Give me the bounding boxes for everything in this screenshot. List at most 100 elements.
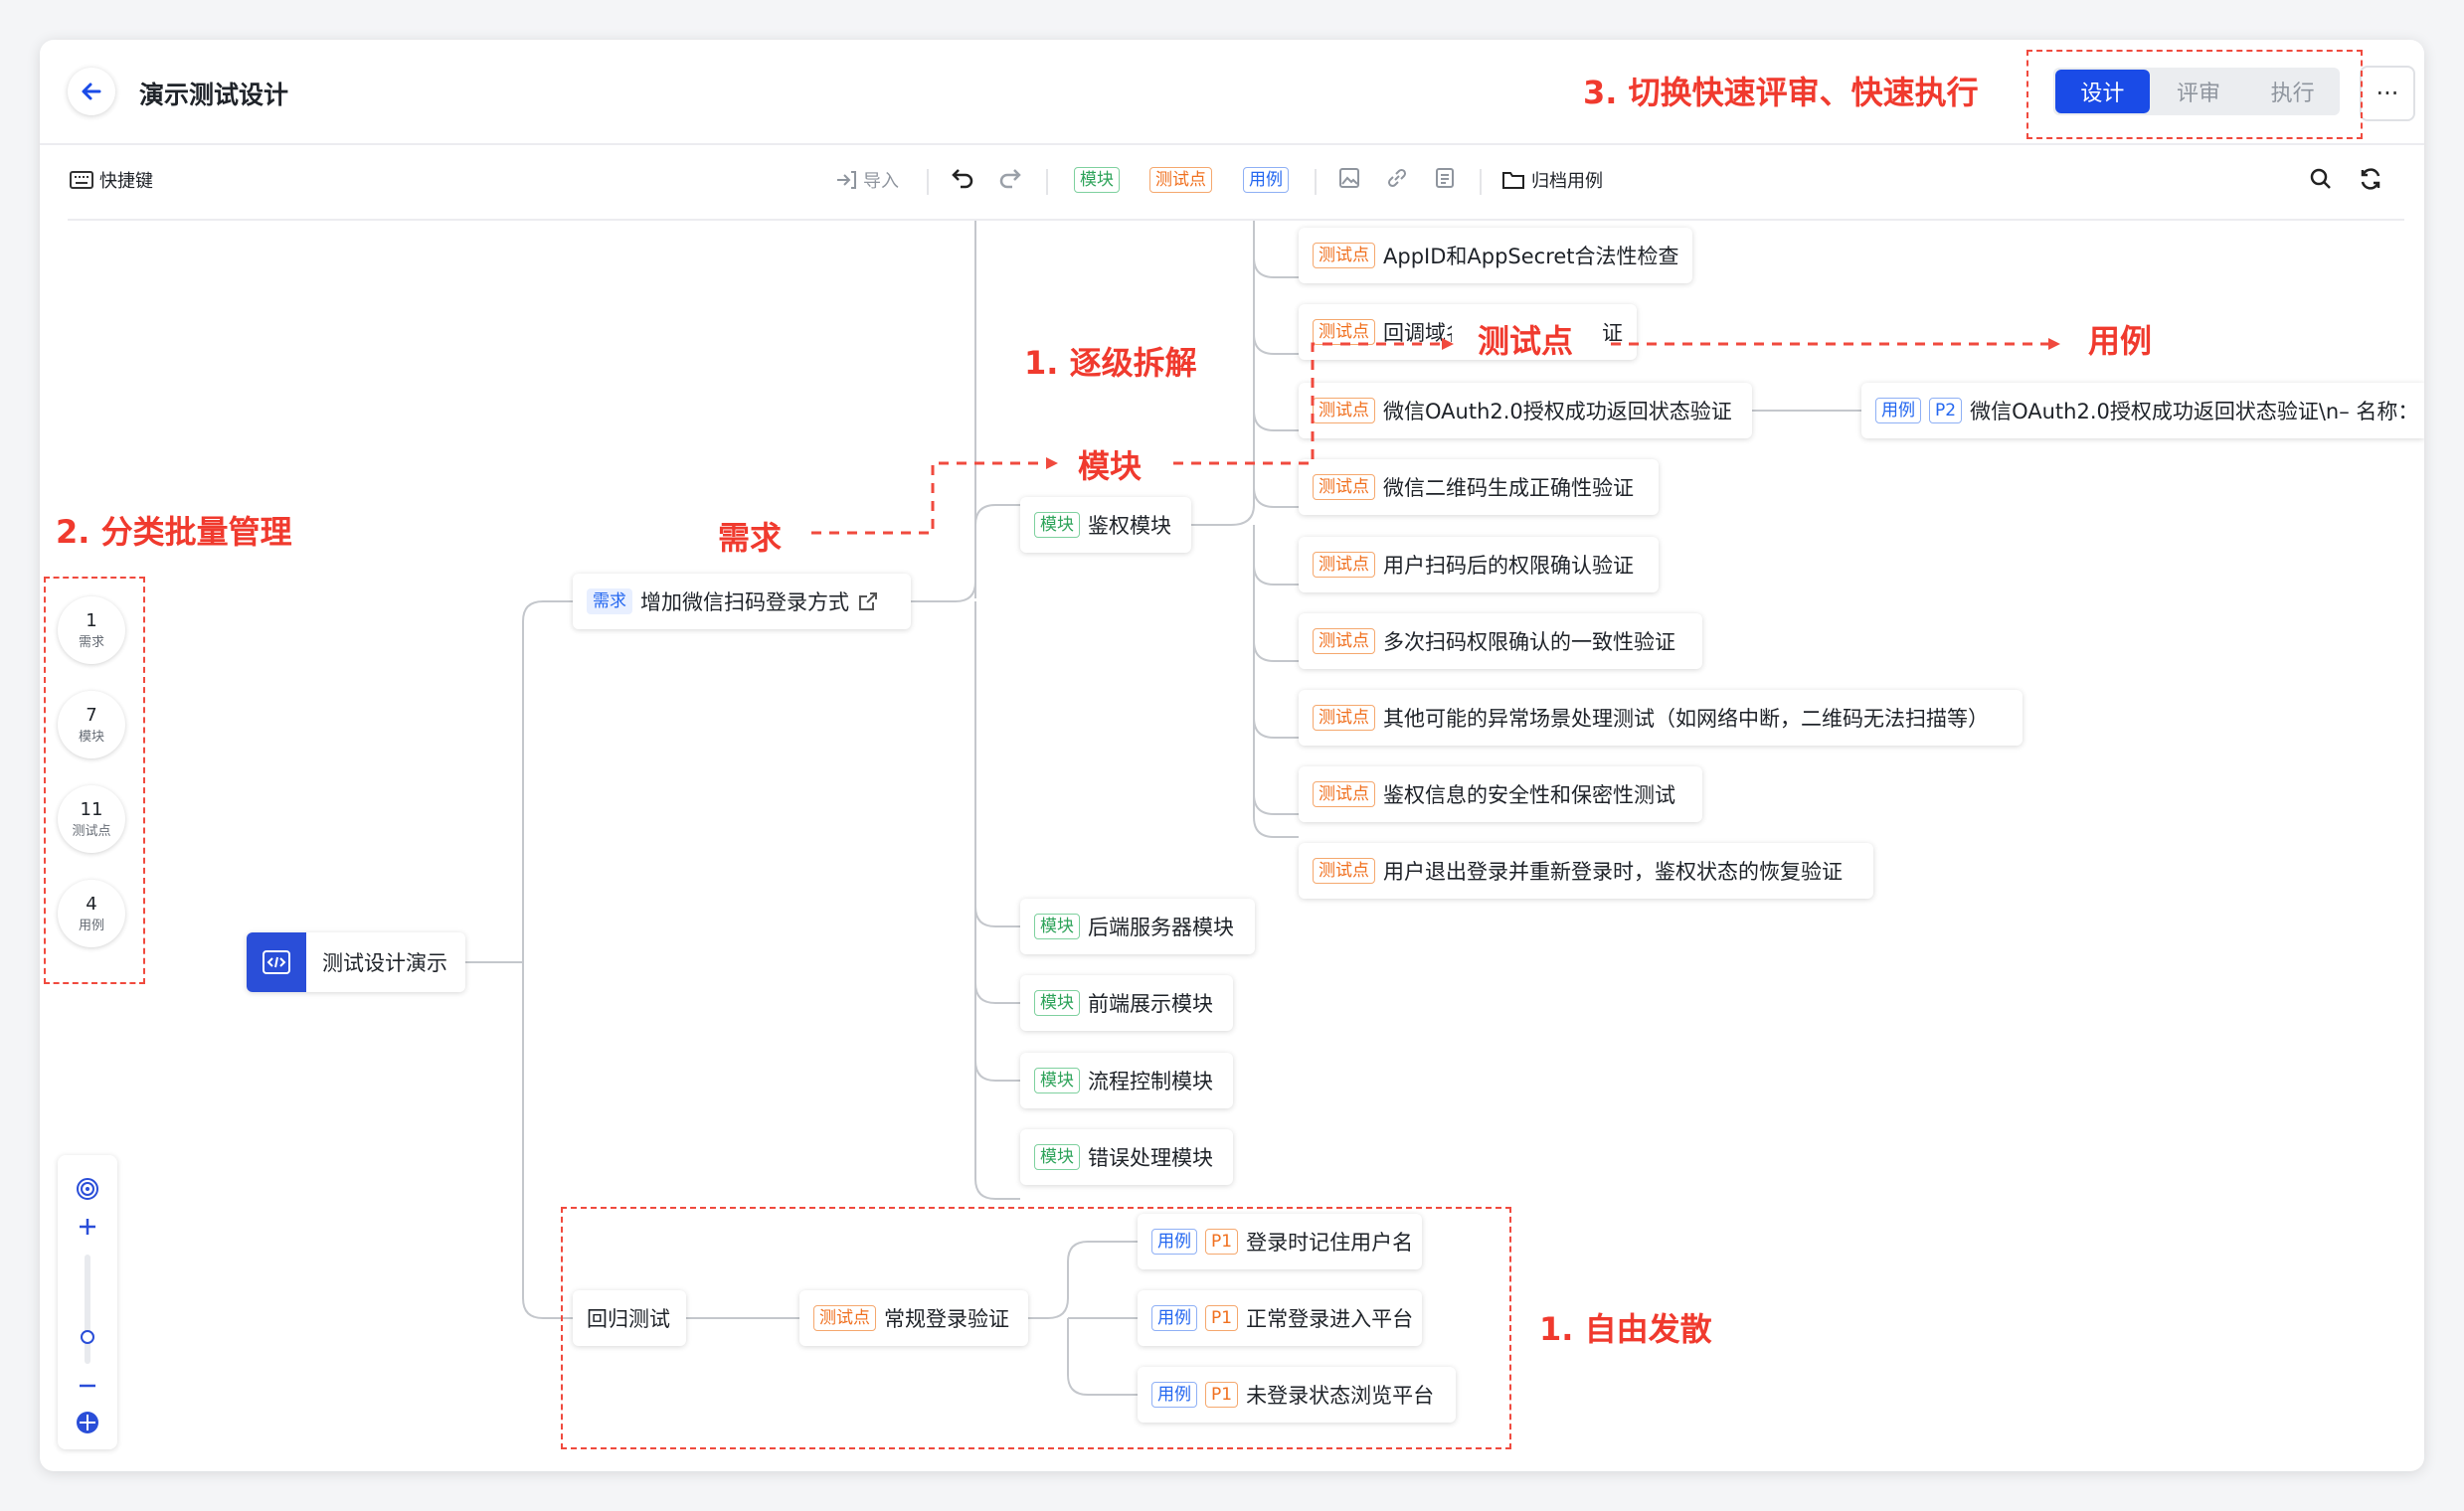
- req-tag: 需求: [587, 588, 632, 614]
- module-node[interactable]: 模块错误处理模块: [1020, 1129, 1233, 1185]
- app-window: 演示测试设计 设计 评审 执行 ··· 快捷键 导入 模块 测试点 用例: [40, 40, 2424, 1471]
- count-requirement[interactable]: 1 需求: [58, 596, 125, 664]
- count-point[interactable]: 11 测试点: [58, 785, 125, 853]
- undo-icon: [952, 169, 973, 189]
- image-button[interactable]: [1338, 167, 1360, 189]
- count-value: 4: [86, 894, 97, 915]
- case-node[interactable]: 用例 P2 微信OAuth2.0授权成功返回状态验证\n– 名称：: [1861, 383, 2424, 438]
- module-tag: 模块: [1034, 512, 1080, 538]
- root-label: 测试设计演示: [322, 951, 447, 975]
- point-tag: 测试点: [813, 1305, 876, 1331]
- add-case-button[interactable]: 用例: [1243, 167, 1289, 193]
- tab-design[interactable]: 设计: [2055, 70, 2150, 113]
- priority-tag: P2: [1929, 398, 1963, 423]
- node-label: 登录时记住用户名: [1246, 1231, 1414, 1255]
- back-button[interactable]: [68, 68, 115, 115]
- module-node[interactable]: 模块后端服务器模块: [1020, 899, 1255, 954]
- node-label: 多次扫码权限确认的一致性验证: [1383, 630, 1675, 654]
- point-node[interactable]: 测试点其他可能的异常场景处理测试（如网络中断，二维码无法扫描等）: [1299, 690, 2023, 746]
- search-button[interactable]: [2309, 167, 2333, 191]
- shortcuts-label: 快捷键: [99, 171, 153, 192]
- search-icon: [2310, 168, 2331, 189]
- header: 演示测试设计 设计 评审 执行 ···: [40, 40, 2424, 145]
- target-icon[interactable]: [76, 1177, 99, 1201]
- external-link-icon[interactable]: [857, 590, 879, 612]
- regression-node[interactable]: 回归测试: [573, 1290, 686, 1346]
- undo-button[interactable]: [951, 167, 974, 189]
- node-label: 微信二维码生成正确性验证: [1383, 476, 1634, 500]
- point-tag: 测试点: [1313, 781, 1375, 807]
- add-module-button[interactable]: 模块: [1074, 167, 1120, 193]
- node-label: 用户扫码后的权限确认验证: [1383, 554, 1634, 578]
- folder-icon: [1502, 172, 1524, 189]
- note-button[interactable]: [1434, 167, 1456, 189]
- annotation-box-regression: [561, 1207, 1511, 1449]
- node-label: 流程控制模块: [1088, 1070, 1213, 1093]
- keyboard-icon: [70, 171, 93, 189]
- point-tag: 测试点: [1149, 167, 1212, 193]
- module-tag: 模块: [1034, 914, 1080, 939]
- annotation-batch: 2. 分类批量管理: [56, 513, 292, 551]
- module-node[interactable]: 模块流程控制模块: [1020, 1053, 1233, 1108]
- point-node[interactable]: 测试点微信OAuth2.0授权成功返回状态验证: [1299, 383, 1752, 438]
- redo-button[interactable]: [998, 167, 1022, 189]
- point-tag: 测试点: [1313, 319, 1375, 345]
- node-label: 用户退出登录并重新登录时，鉴权状态的恢复验证: [1383, 860, 1843, 884]
- count-label: 测试点: [72, 824, 111, 839]
- import-label: 导入: [863, 171, 899, 192]
- node-label: 未登录状态浏览平台: [1246, 1384, 1435, 1408]
- node-label: 常规登录验证: [884, 1307, 1009, 1331]
- node-label: 错误处理模块: [1088, 1146, 1213, 1170]
- mode-switch: 设计 评审 执行: [2053, 68, 2340, 115]
- case-tag: 用例: [1151, 1382, 1197, 1408]
- import-button[interactable]: 导入: [835, 167, 899, 193]
- point-node[interactable]: 测试点用户退出登录并重新登录时，鉴权状态的恢复验证: [1299, 843, 1873, 899]
- shortcuts-button[interactable]: 快捷键: [70, 167, 153, 193]
- case-tag: 用例: [1875, 398, 1921, 423]
- requirement-node[interactable]: 需求 增加微信扫码登录方式: [573, 574, 911, 629]
- point-node[interactable]: 测试点多次扫码权限确认的一致性验证: [1299, 613, 1702, 669]
- point-node[interactable]: 测试点鉴权信息的安全性和保密性测试: [1299, 766, 1702, 822]
- zoom-out-icon[interactable]: [78, 1376, 97, 1396]
- count-label: 需求: [78, 635, 104, 650]
- point-tag: 测试点: [1313, 628, 1375, 654]
- archive-button[interactable]: 归档用例: [1501, 167, 1603, 193]
- node-label: 回归测试: [587, 1307, 670, 1331]
- count-module[interactable]: 7 模块: [58, 691, 125, 758]
- root-node[interactable]: 测试设计演示: [247, 932, 465, 992]
- tab-execute[interactable]: 执行: [2270, 82, 2315, 106]
- count-value: 1: [86, 610, 97, 631]
- add-point-button[interactable]: 测试点: [1149, 167, 1212, 193]
- point-node[interactable]: 测试点用户扫码后的权限确认验证: [1299, 537, 1659, 592]
- fit-view-icon[interactable]: [75, 1410, 100, 1435]
- link-button[interactable]: [1386, 167, 1408, 189]
- refresh-button[interactable]: [2359, 167, 2382, 191]
- count-value: 7: [86, 705, 97, 726]
- archive-label: 归档用例: [1531, 171, 1603, 192]
- tab-review[interactable]: 评审: [2177, 82, 2221, 106]
- annotation-box-tabs: [2026, 50, 2363, 139]
- module-tag: 模块: [1034, 990, 1080, 1016]
- module-node[interactable]: 模块前端展示模块: [1020, 975, 1233, 1031]
- point-node[interactable]: 测试点微信二维码生成正确性验证: [1299, 459, 1659, 515]
- redo-icon: [999, 169, 1021, 189]
- node-label: 鉴权信息的安全性和保密性测试: [1383, 783, 1675, 807]
- zoom-slider-track[interactable]: [85, 1255, 90, 1364]
- count-label: 模块: [78, 730, 104, 745]
- module-tag: 模块: [1034, 1068, 1080, 1093]
- toolbar: 快捷键 导入 模块 测试点 用例 归档用例: [40, 145, 2424, 219]
- zoom-slider-handle[interactable]: [81, 1330, 94, 1344]
- link-icon: [1387, 168, 1407, 188]
- point-node[interactable]: 测试点常规登录验证: [799, 1290, 1028, 1346]
- point-tag: 测试点: [1313, 705, 1375, 731]
- annotation-switch: 3. 切换快速评审、快速执行: [1583, 74, 1979, 111]
- arrow-left-icon: [82, 83, 101, 100]
- count-label: 用例: [78, 919, 104, 933]
- module-node[interactable]: 模块鉴权模块: [1020, 497, 1191, 553]
- count-case[interactable]: 4 用例: [58, 880, 125, 947]
- zoom-in-icon[interactable]: [78, 1217, 97, 1237]
